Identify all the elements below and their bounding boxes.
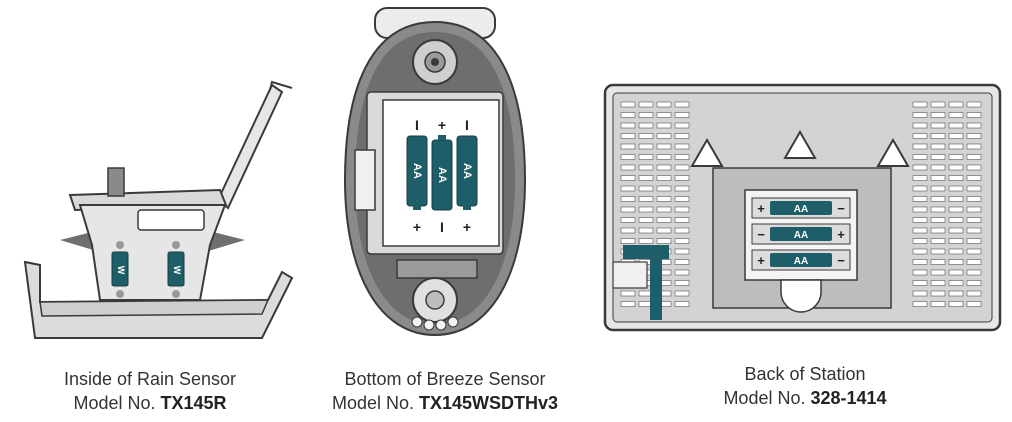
station-battery-label: AA [794, 256, 808, 267]
model-prefix: Model No. [331, 393, 419, 413]
svg-text:AA: AA [436, 167, 448, 183]
breeze-polarity-bottom-1: + [413, 219, 421, 235]
station-caption: Back of Station Model No. 328-1414 [680, 362, 930, 410]
rain-battery-left: W [111, 251, 129, 287]
model-prefix: Model No. [73, 393, 161, 413]
station-polarity-right: + [837, 227, 845, 242]
breeze-battery-2: AA [431, 135, 453, 211]
station-vents-left [620, 101, 690, 307]
station-vents-right [912, 101, 982, 307]
station-model: Model No. 328-1414 [680, 386, 930, 410]
model-number: TX145R [160, 393, 227, 413]
station-battery-row-1: AA + − [751, 197, 851, 219]
station-battery-label: AA [794, 204, 808, 215]
station-polarity-left: − [757, 227, 765, 242]
station-illustration: AA + − AA − + AA + − [595, 0, 1010, 340]
station-battery-row-2: AA − + [751, 223, 851, 245]
station-drawing: AA + − AA − + AA + − [603, 83, 1002, 332]
breeze-sensor-caption: Bottom of Breeze Sensor Model No. TX145W… [295, 367, 595, 415]
breeze-sensor-model: Model No. TX145WSDTHv3 [295, 391, 595, 415]
breeze-sensor-drawing: I + I AA AA AA + I + [343, 7, 527, 337]
breeze-sensor-title: Bottom of Breeze Sensor [344, 369, 546, 389]
svg-text:W: W [172, 266, 182, 275]
rain-sensor-title: Inside of Rain Sensor [63, 369, 237, 389]
rain-sensor-drawing: W W [23, 80, 294, 339]
breeze-polarity-bottom-2: I [440, 219, 444, 235]
station-battery-row-3: AA + − [751, 249, 851, 271]
breeze-polarity-top-1: I [415, 117, 419, 133]
breeze-battery-3: AA [456, 135, 478, 210]
station-polarity-left: + [757, 253, 765, 268]
station-battery-label: AA [794, 230, 808, 241]
breeze-battery-1: AA [406, 135, 428, 210]
rain-battery-right: W [167, 251, 185, 287]
breeze-polarity-bottom-3: + [463, 219, 471, 235]
station-polarity-right: − [837, 201, 845, 216]
breeze-sensor-illustration: I + I AA AA AA + I + [335, 0, 535, 350]
svg-text:AA: AA [411, 163, 423, 179]
station-battery-rows: AA + − AA − + AA + − [751, 197, 851, 271]
rain-sensor-caption: Inside of Rain Sensor Model No. TX145R [20, 367, 280, 415]
model-number: 328-1414 [810, 388, 887, 408]
model-prefix: Model No. [723, 388, 811, 408]
svg-text:W: W [116, 266, 126, 275]
station-polarity-right: − [837, 253, 845, 268]
station-polarity-left: + [757, 201, 765, 216]
svg-text:AA: AA [461, 163, 473, 179]
rain-sensor-illustration: W W [0, 0, 300, 340]
breeze-polarity-top-2: + [438, 117, 446, 133]
breeze-polarity-top-3: I [465, 117, 469, 133]
model-number: TX145WSDTHv3 [419, 393, 559, 413]
station-title: Back of Station [744, 364, 866, 384]
rain-sensor-model: Model No. TX145R [20, 391, 280, 415]
